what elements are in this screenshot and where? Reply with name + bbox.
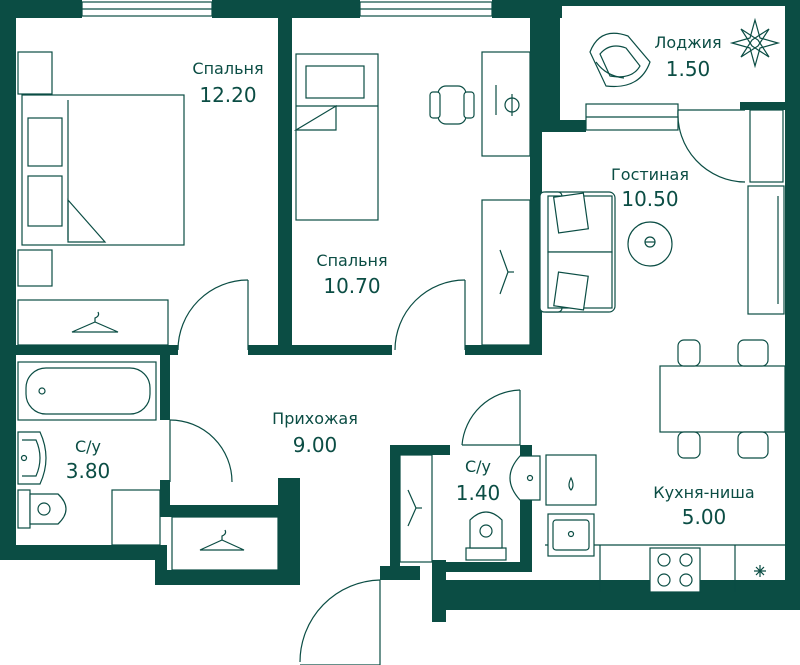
toilet-icon	[17, 489, 67, 529]
room-name: Кухня-ниша	[653, 483, 754, 502]
hanger-icon	[407, 489, 422, 527]
sink-icon	[547, 513, 595, 557]
bed-icon	[293, 53, 379, 221]
doors	[169, 109, 746, 665]
wardrobe-1	[17, 299, 169, 346]
room-label-bedroom-1: Спальня 12.20	[192, 59, 263, 107]
room-label-hallway: Прихожая 9.00	[272, 409, 358, 457]
hanger-icon	[499, 249, 514, 295]
room-area: 1.40	[456, 481, 501, 505]
room-area: 10.70	[323, 274, 380, 298]
wardrobe-2	[481, 199, 531, 346]
dining-table	[659, 339, 786, 459]
desk-with-chair	[429, 51, 531, 157]
room-area: 3.80	[66, 459, 111, 483]
washing-machine	[111, 489, 161, 546]
room-label-kitchen-niche: Кухня-ниша 5.00	[653, 483, 754, 529]
room-name: Лоджия	[654, 33, 721, 52]
room-area: 12.20	[199, 83, 256, 107]
room-name: Спальня	[192, 59, 263, 78]
sofa-icon	[539, 191, 616, 313]
room-area: 9.00	[293, 433, 338, 457]
room-label-living-room: Гостиная 10.50	[611, 165, 689, 211]
wardrobe-hallway	[171, 516, 279, 571]
bathtub-icon	[17, 361, 157, 421]
room-area: 1.50	[666, 57, 711, 81]
windows	[81, 1, 784, 183]
stove-icon	[649, 547, 701, 593]
room-name: Спальня	[316, 251, 387, 270]
tv-stand	[747, 185, 785, 315]
armchair-icon	[589, 32, 651, 88]
sink-icon	[17, 431, 47, 485]
wardrobe-hallway-2	[399, 454, 433, 563]
kitchen-counter	[545, 454, 785, 593]
room-name: Прихожая	[272, 409, 358, 428]
room-area: 5.00	[682, 505, 727, 529]
room-name: С/у	[75, 437, 101, 456]
room-label-loggia: Лоджия 1.50	[654, 33, 721, 81]
spark-icon	[754, 565, 766, 577]
bed-icon	[17, 51, 185, 287]
hanger-icon	[71, 311, 119, 333]
coffee-table	[627, 221, 673, 267]
room-label-bedroom-2: Спальня 10.70	[316, 251, 387, 298]
room-name: Гостиная	[611, 165, 689, 184]
room-label-bathroom-1: С/у 3.80	[66, 437, 111, 483]
room-name: С/у	[465, 457, 491, 476]
chair-icon	[429, 85, 475, 125]
compass-rose-icon	[729, 17, 781, 69]
sink-icon	[509, 455, 541, 501]
room-area: 10.50	[621, 187, 678, 211]
hanger-icon	[199, 529, 245, 551]
toilet-icon	[465, 511, 507, 561]
room-label-bathroom-2: С/у 1.40	[456, 457, 501, 505]
